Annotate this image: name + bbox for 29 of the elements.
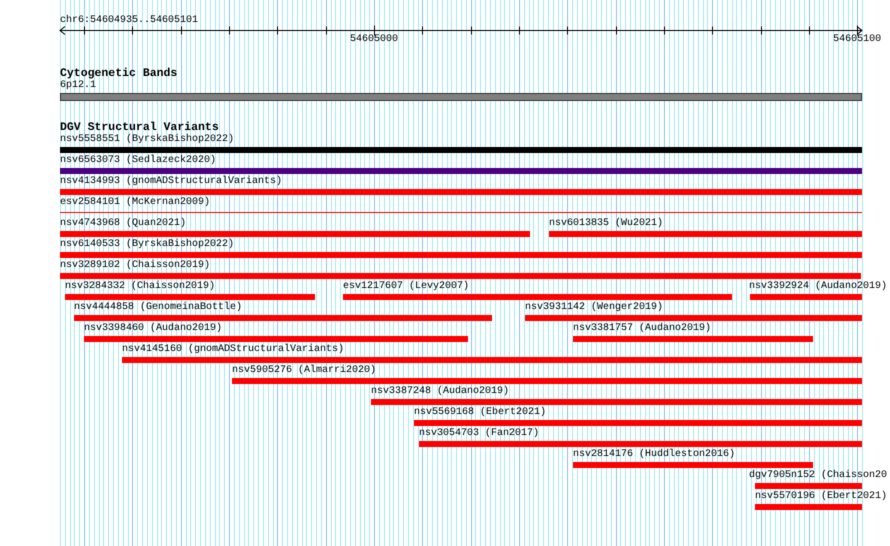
track-title: DGV Structural Variants (60, 121, 219, 134)
variant-label: nsv6563073 (Sedlazeck2020) (60, 155, 216, 167)
variant-label: nsv4145160 (gnomADStructuralVariants) (122, 344, 344, 356)
variant-label: nsv3381757 (Audano2019) (573, 323, 712, 335)
variant-label: nsv6140533 (ByrskaBishop2022) (60, 239, 234, 251)
variant-label: nsv4134993 (gnomADStructuralVariants) (60, 176, 282, 188)
variant-label: nsv3387248 (Audano2019) (371, 386, 510, 398)
band-label: 6p12.1 (60, 80, 96, 92)
coordinate-range-label: chr6:54604935..54605101 (60, 15, 198, 27)
variant-label: nsv6013835 (Wu2021) (549, 218, 664, 230)
ruler-tick-label: 54605000 (350, 34, 398, 46)
variant-label: nsv3398460 (Audano2019) (84, 323, 222, 335)
variant-label: nsv3289102 (Chaisson2019) (60, 260, 210, 272)
variant-label: nsv4444858 (GenomeinaBottle) (74, 302, 242, 314)
variant-label: nsv5570196 (Ebert2021) (754, 491, 887, 503)
track-title: Cytogenetic Bands (60, 67, 178, 80)
variant-label: nsv3392924 (Audano2019) (748, 281, 887, 293)
variant-label: nsv4743968 (Quan2021) (60, 218, 186, 230)
variant-label: nsv3284332 (Chaisson2019) (65, 281, 216, 293)
variant-label: nsv3054703 (Fan2017) (419, 428, 540, 440)
variant-label: nsv5558551 (ByrskaBishop2022) (60, 134, 234, 146)
variant-label: nsv2814176 (Huddleston2016) (573, 449, 736, 461)
variant-label: nsv3931142 (Wenger2019) (525, 302, 664, 314)
variant-label: esv2584101 (McKernan2009) (60, 197, 210, 209)
ruler-tick-label: 54605100 (833, 34, 882, 46)
variant-label: esv1217607 (Levy2007) (343, 281, 470, 293)
variant-label: nsv5905276 (Almarri2020) (232, 365, 376, 377)
variant-label: nsv5569168 (Ebert2021) (414, 407, 546, 419)
variant-label: dgv7905n152 (Chaisson20 (748, 470, 887, 482)
